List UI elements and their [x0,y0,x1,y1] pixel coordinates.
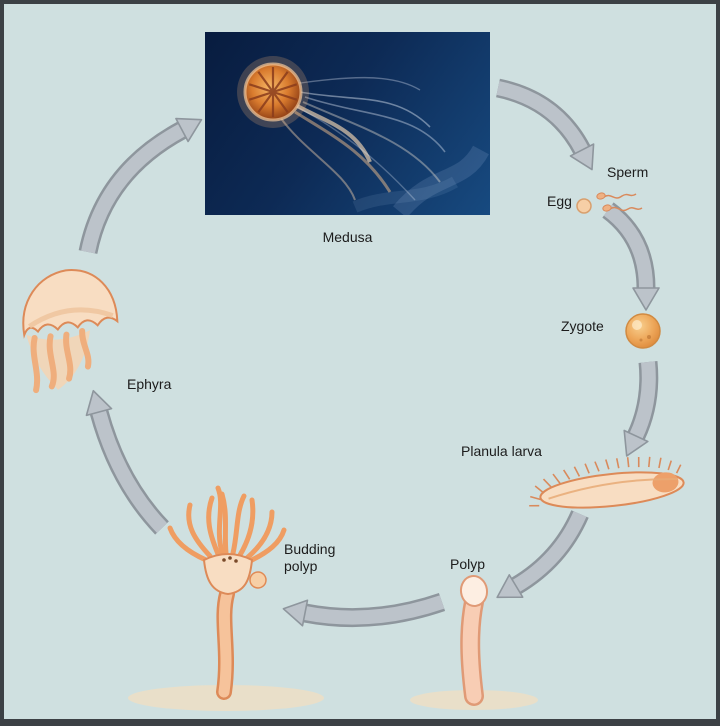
egg-label: Egg [547,193,572,209]
arrow-polyp-to-budding-polyp [282,593,446,628]
arrow-planula-to-polyp [496,510,589,599]
medusa-label: Medusa [322,229,373,245]
polyp-bud-icon [249,571,267,589]
arrowhead-icon [632,287,660,311]
planula-larva-label: Planula larva [461,443,542,459]
arrow-egg-sperm-to-zygote [602,202,660,311]
arrowhead-icon [623,429,649,457]
arrowhead-icon [85,389,113,417]
arrow-ephyra-to-medusa [78,117,203,255]
medusa-photo [205,32,490,218]
arrow-medusa-to-egg-sperm [495,78,595,171]
budding-polyp-label-line2: polyp [284,558,318,574]
ephyra-illustration [22,269,119,394]
budding-polyp-illustration [128,485,324,711]
ephyra-label: Ephyra [127,376,172,392]
medusa-tentacles-icon [279,76,446,201]
polyp-label: Polyp [450,556,486,572]
medusa-bell-icon [237,56,309,128]
sperm-illustration [596,192,643,212]
arrowhead-icon [496,574,524,599]
arrow-zygote-to-planula [623,361,659,457]
arrowhead-icon [175,117,203,143]
egg-illustration [576,198,592,214]
zygote-illustration [625,313,661,349]
budding-polyp-label: Budding polyp [284,541,335,575]
arrowhead-icon [282,599,309,627]
arrow-budding-polyp-to-ephyra [85,389,169,535]
arrowhead-icon [569,143,595,171]
zygote-label: Zygote [561,318,604,334]
budding-polyp-tentacles-icon [167,485,287,563]
budding-polyp-label-line1: Budding [284,541,336,557]
medusa-photo-art [237,56,489,218]
planula-illustration [529,456,685,509]
polyp-illustration [410,575,538,710]
sperm-label: Sperm [607,164,649,180]
